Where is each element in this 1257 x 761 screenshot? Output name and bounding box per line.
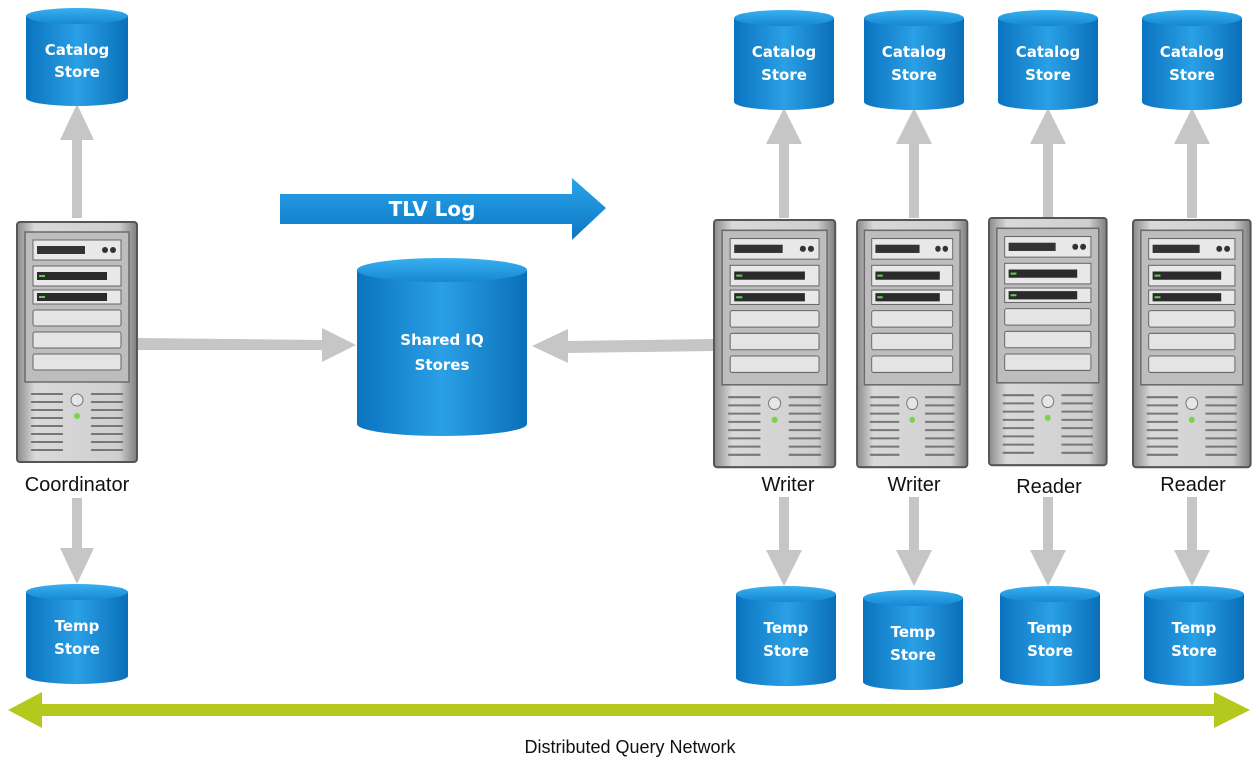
shared-iq-stores: Shared IQ Stores	[357, 258, 527, 436]
catalog-store-writer-1: Catalog Store	[734, 10, 834, 110]
node-label-writer-2: Writer	[888, 474, 941, 496]
network-double-arrow	[8, 692, 1250, 728]
node-label-reader-2: Reader	[1160, 474, 1226, 496]
catalog-store-label-line2: Store	[1025, 66, 1071, 84]
temp-store-label-line2: Store	[763, 642, 809, 660]
temp-store-coordinator: Temp Store	[26, 584, 128, 684]
arrow-writer1-to-catalog	[766, 108, 802, 218]
temp-store-label-line2: Store	[1027, 642, 1073, 660]
tlv-log-arrow: TLV Log	[280, 178, 606, 240]
node-label-writer-1: Writer	[762, 474, 815, 496]
catalog-store-label-line2: Store	[1169, 66, 1215, 84]
temp-store-label-line1: Temp	[891, 623, 936, 641]
tlv-log-label: TLV Log	[389, 197, 476, 221]
arrow-writer2-to-catalog	[896, 108, 932, 218]
arrow-coordinator-to-temp	[60, 498, 94, 584]
server-coordinator: Coordinator	[16, 221, 138, 496]
arrow-reader1-to-catalog	[1030, 108, 1066, 218]
temp-store-writer-1: Temp Store	[736, 586, 836, 686]
temp-store-label-line2: Store	[1171, 642, 1217, 660]
server-writer-1: Writer	[712, 218, 837, 496]
catalog-store-label-line2: Store	[761, 66, 807, 84]
temp-store-label-line1: Temp	[1172, 619, 1217, 637]
temp-store-label-line1: Temp	[1028, 619, 1073, 637]
connection-arrows	[60, 104, 1210, 586]
temp-store-label-line1: Temp	[764, 619, 809, 637]
server-writer-2: Writer	[855, 218, 969, 496]
shared-store-label-line2: Stores	[415, 356, 470, 374]
temp-store-reader-2: Temp Store	[1144, 586, 1244, 686]
shared-store-label-line1: Shared IQ	[400, 331, 483, 349]
arrow-reader2-to-catalog	[1174, 108, 1210, 218]
temp-store-label-line2: Store	[890, 646, 936, 664]
catalog-store-reader-2: Catalog Store	[1142, 10, 1242, 110]
temp-store-reader-1: Temp Store	[1000, 586, 1100, 686]
catalog-store-label-line2: Store	[891, 66, 937, 84]
catalog-store-coordinator: Catalog Store	[26, 8, 128, 106]
arrow-coordinator-to-shared	[138, 328, 356, 362]
arrow-writer1-to-temp	[766, 497, 802, 586]
network-label: Distributed Query Network	[524, 737, 736, 757]
catalog-store-label-line1: Catalog	[45, 41, 110, 59]
temp-store-writer-2: Temp Store	[863, 590, 963, 690]
catalog-store-writer-2: Catalog Store	[864, 10, 964, 110]
node-label-reader-1: Reader	[1016, 476, 1082, 498]
arrow-coordinator-to-catalog	[60, 104, 94, 218]
temp-store-label-line2: Store	[54, 640, 100, 658]
arrow-reader1-to-temp	[1030, 497, 1066, 586]
arrow-writer-to-shared	[532, 329, 713, 363]
catalog-store-label-line1: Catalog	[1160, 43, 1225, 61]
catalog-store-label-line1: Catalog	[752, 43, 817, 61]
catalog-store-label-line2: Store	[54, 63, 100, 81]
catalog-store-label-line1: Catalog	[1016, 43, 1081, 61]
catalog-store-reader-1: Catalog Store	[998, 10, 1098, 110]
temp-store-label-line1: Temp	[55, 617, 100, 635]
server-reader-2: Reader	[1131, 218, 1252, 496]
catalog-store-label-line1: Catalog	[882, 43, 947, 61]
arrow-writer2-to-temp	[896, 497, 932, 586]
arrow-reader2-to-temp	[1174, 497, 1210, 586]
server-reader-1: Reader	[987, 216, 1108, 498]
node-label-coordinator: Coordinator	[25, 474, 130, 496]
distributed-query-network: Distributed Query Network	[8, 692, 1250, 757]
